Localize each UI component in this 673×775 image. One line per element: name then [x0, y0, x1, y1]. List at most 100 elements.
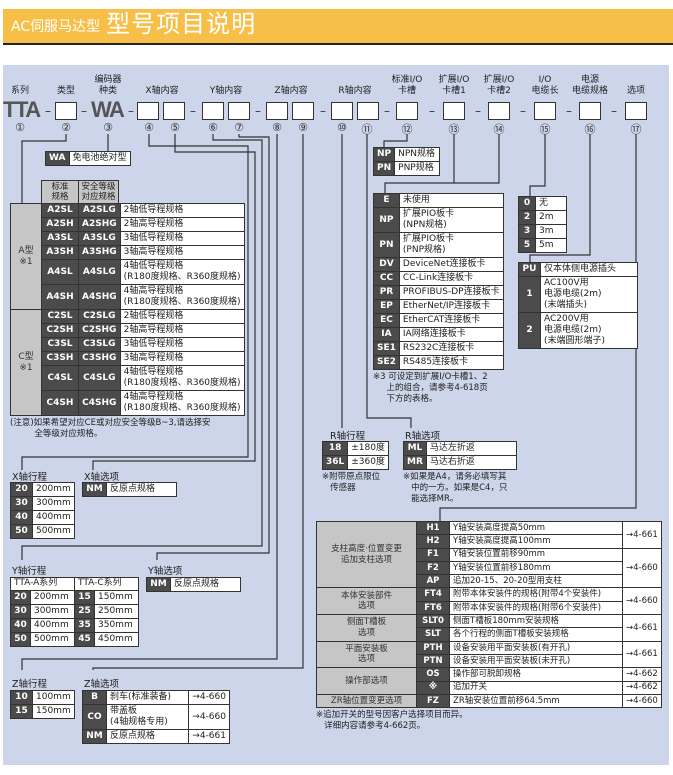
circled-number: ⑫ [401, 123, 413, 136]
option-code: A4SLG [78, 259, 121, 285]
option-description: 侧面T槽板180mm安装规格 [449, 614, 623, 629]
z-option-box [292, 102, 314, 120]
option-description: 反原点规格 [105, 729, 190, 744]
option-code: A2SL [41, 203, 79, 218]
option-code: C3SL [41, 337, 79, 352]
z-stroke-label: Z轴行程 [12, 679, 48, 690]
r-option-label: R轴选项 [405, 431, 441, 442]
label-ext-io-2: 扩展I/O 卡槽2 [483, 75, 515, 96]
option-description: 400mm [30, 618, 75, 633]
ext-io-2-box [488, 102, 510, 120]
option-code: CO [82, 704, 107, 730]
option-description: ±180度 [347, 441, 389, 456]
option-code: 36L [321, 455, 349, 470]
dash: – [128, 104, 134, 118]
option-description: 4轴高导程规格 (R180度规格、R360度规格) [119, 390, 245, 416]
option-description: ZR轴安装位置前移64.5mm [449, 693, 623, 709]
dash: – [475, 104, 481, 118]
option-description: EtherNet/IP连接板卡 [398, 299, 504, 314]
option-description: 刹车(标准装备) [105, 690, 190, 705]
option-description: 200mm [30, 590, 75, 605]
option-description: Y轴安装位置前移90mm [449, 547, 623, 562]
page-reference: →4-661 [622, 640, 662, 669]
option-code: IA [373, 327, 400, 342]
x-option-box [163, 102, 185, 120]
option-code: NP [373, 207, 400, 233]
option-description: 反原点规格 [170, 577, 241, 592]
option-description: 350mm [94, 618, 139, 633]
dash: – [611, 104, 617, 118]
option-code: SLT0 [416, 614, 450, 629]
dash: – [320, 104, 326, 118]
circled-number: ⑮ [539, 123, 551, 136]
option-description: 马达右折返 [425, 455, 518, 470]
option-description: 5m [535, 238, 567, 253]
option-code: 0 [518, 196, 536, 211]
page-reference: →4-660 [622, 587, 662, 616]
header-title: 型号项目说明 [106, 10, 257, 38]
options-box [625, 102, 647, 120]
option-code: A3SH [41, 245, 79, 260]
dash: – [81, 104, 87, 118]
option-description: 2m [535, 210, 567, 225]
dash: – [384, 104, 390, 118]
option-description: 反原点规格 [106, 482, 177, 497]
option-code: 40 [10, 618, 31, 633]
option-code: 20 [10, 590, 31, 605]
option-code: C4SHG [78, 390, 121, 416]
option-description: AC100V用 电源电缆(2m) (末端插头) [540, 276, 638, 313]
group-label: 操作部选项 [316, 667, 417, 695]
ext-io-1-box [443, 102, 465, 120]
option-description: 300mm [30, 604, 75, 619]
circled-number: ⑭ [493, 123, 505, 136]
option-code: A3SL [41, 231, 79, 246]
option-code: NM [146, 577, 171, 592]
dash: – [255, 104, 261, 118]
option-code: FT6 [416, 600, 450, 616]
option-code: H1 [416, 520, 450, 536]
option-code: 50 [10, 524, 33, 539]
option-description: 2轴低导程规格 [119, 309, 245, 324]
option-description: Y轴安装高度提高100mm [449, 534, 623, 549]
x-stroke-box [137, 102, 159, 120]
group-label: 支柱高度·位置变更 追加支柱选项 [316, 520, 417, 589]
option-code: EP [373, 299, 400, 314]
dash: – [566, 104, 572, 118]
group-label: A型 ※1 [10, 203, 42, 310]
option-description: PROFIBUS-DP连接板卡 [398, 285, 504, 300]
option-code: FZ [416, 693, 450, 709]
circled-number: ⑨ [298, 121, 308, 134]
label-ext-io-1: 扩展I/O 卡槽1 [438, 75, 470, 96]
type-header-standard: 标准 规格 [41, 180, 79, 204]
option-description: ±360度 [347, 455, 389, 470]
circled-number: ⑦ [234, 121, 244, 134]
label-z-axis: Z轴内容 [274, 86, 308, 96]
option-description: 3轴低导程规格 [119, 231, 245, 246]
option-description: 仅本体侧电源插头 [540, 262, 638, 277]
label-type: 类型 [56, 86, 75, 96]
option-description: CC-Link连接板卡 [398, 271, 504, 286]
option-code: 1 [518, 276, 541, 313]
option-description: 2轴高导程规格 [119, 323, 245, 338]
option-code: CC [373, 271, 400, 286]
option-code: SLT [416, 627, 450, 642]
option-code: 50 [10, 632, 31, 647]
io-cable-box [534, 102, 556, 120]
r-stroke-label: R轴行程 [330, 431, 366, 442]
